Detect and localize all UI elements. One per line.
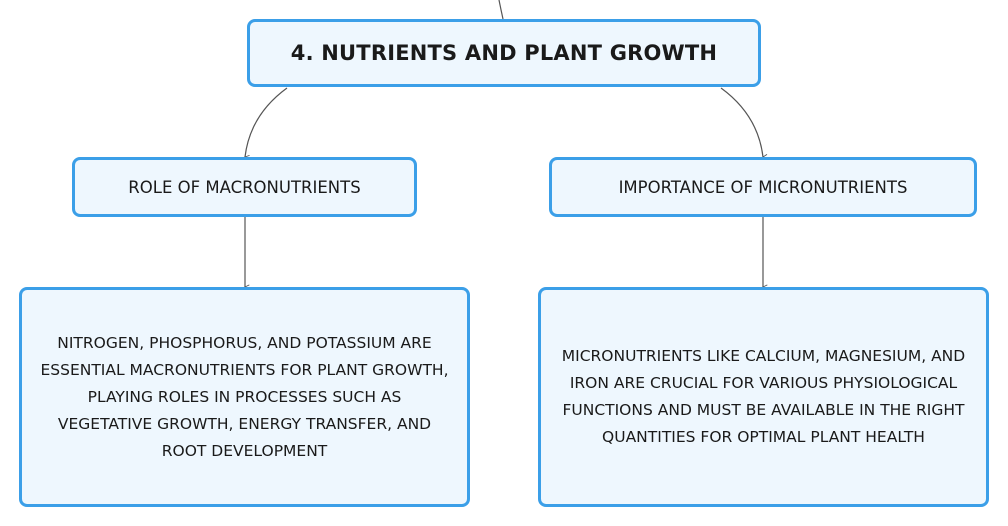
connector-incoming: [498, 0, 504, 20]
detail-text-macronutrients: NITROGEN, PHOSPHORUS, AND POTASSIUM ARE …: [40, 333, 449, 460]
connector-root-to-micronutrients: [720, 87, 768, 160]
root-title: 4. NUTRIENTS AND PLANT GROWTH: [290, 41, 718, 65]
branch-node-micronutrients[interactable]: IMPORTANCE OF MICRONUTRIENTS: [549, 157, 977, 217]
root-node[interactable]: 4. NUTRIENTS AND PLANT GROWTH: [247, 19, 761, 87]
connector-root-to-macronutrients: [244, 87, 288, 161]
detail-node-micronutrients[interactable]: MICRONUTRIENTS LIKE CALCIUM, MAGNESIUM, …: [538, 287, 989, 507]
detail-text-micronutrients: MICRONUTRIENTS LIKE CALCIUM, MAGNESIUM, …: [561, 347, 966, 446]
branch-title-macronutrients: ROLE OF MACRONUTRIENTS: [128, 177, 361, 197]
branch-node-macronutrients[interactable]: ROLE OF MACRONUTRIENTS: [72, 157, 417, 217]
branch-title-micronutrients: IMPORTANCE OF MICRONUTRIENTS: [618, 177, 908, 197]
detail-node-macronutrients[interactable]: NITROGEN, PHOSPHORUS, AND POTASSIUM ARE …: [19, 287, 470, 507]
